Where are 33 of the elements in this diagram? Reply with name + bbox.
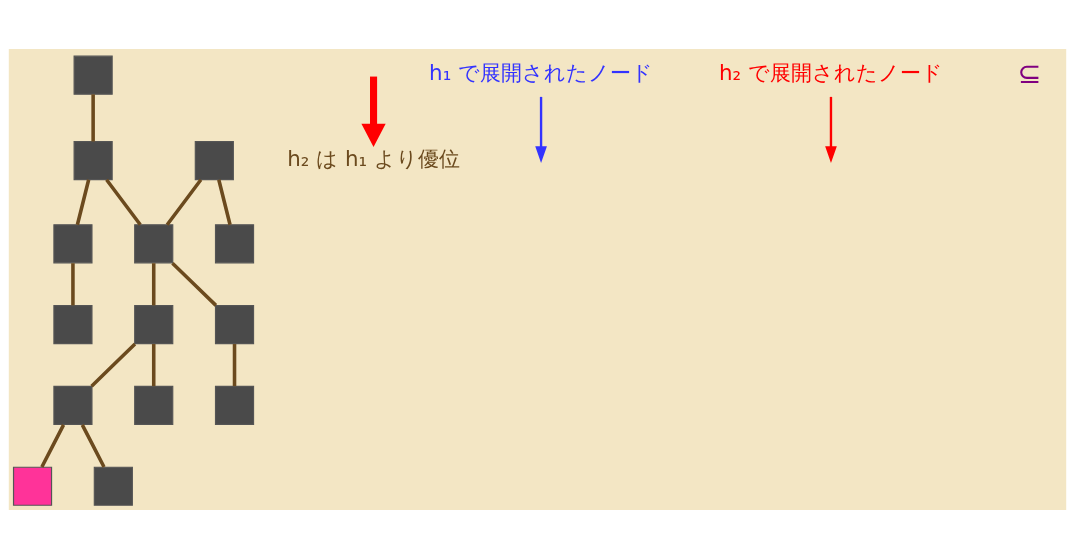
- connector: [171, 261, 218, 307]
- node-box: [214, 304, 255, 344]
- node-box: [73, 140, 113, 180]
- connector: [71, 262, 75, 305]
- connector: [40, 423, 66, 468]
- node-box: [12, 466, 53, 506]
- node-text: h₂ は h₁ より優位: [287, 145, 460, 171]
- connector: [165, 178, 203, 226]
- connector: [105, 178, 142, 226]
- node-box: [214, 223, 255, 263]
- connector: [90, 342, 137, 387]
- node-box: [93, 466, 133, 506]
- connector: [217, 178, 232, 225]
- connector: [91, 93, 95, 141]
- node-box: [134, 385, 174, 425]
- label: ⊆: [1017, 56, 1042, 90]
- node-text: h₂ で展開されたノード: [719, 59, 943, 85]
- arrow: [535, 96, 547, 163]
- connector: [232, 343, 237, 386]
- node-text: h₁ で展開されたノード: [429, 59, 654, 85]
- node-box: [53, 304, 93, 344]
- connector: [151, 262, 156, 305]
- node-box: [53, 385, 93, 425]
- node-box: [134, 223, 174, 263]
- node-box: [53, 223, 93, 263]
- node-box: [214, 385, 255, 425]
- node-box: [73, 55, 113, 95]
- connector: [80, 423, 106, 468]
- connector: [151, 343, 156, 386]
- node-box: [134, 304, 174, 344]
- arrow: [825, 96, 837, 163]
- connector: [75, 178, 91, 225]
- node-box: [194, 140, 234, 180]
